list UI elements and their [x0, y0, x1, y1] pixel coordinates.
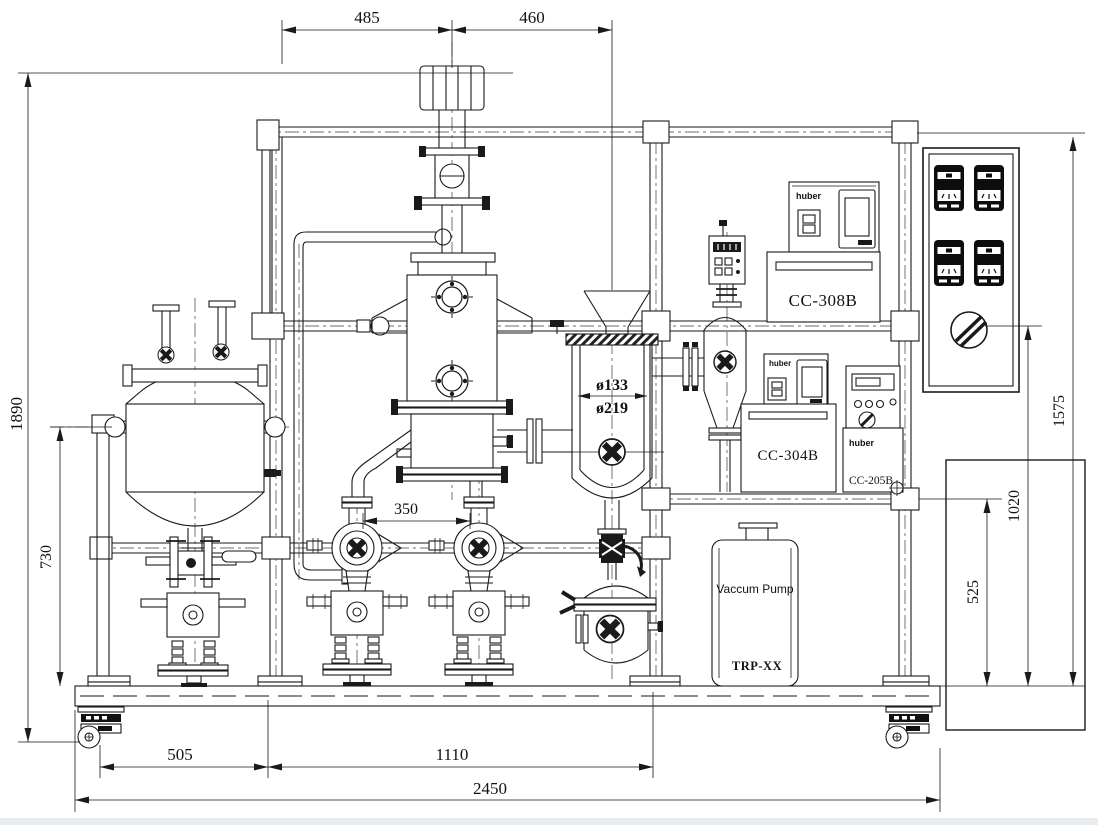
cold-trap	[559, 585, 663, 664]
chiller-cc308b: huber CC-308B	[766, 181, 881, 323]
panel-meter	[973, 164, 1005, 212]
cyclone-port	[714, 351, 736, 373]
huber-logo: huber	[769, 359, 791, 368]
pipe-coupler	[89, 536, 113, 560]
clamp-wings	[559, 590, 577, 615]
rail-valve	[356, 316, 390, 336]
dim-505: 505	[167, 745, 193, 764]
chiller-cc304b: huber CC-304B	[740, 353, 837, 493]
dim-1575: 1575	[1051, 395, 1068, 427]
dim-525: 525	[965, 580, 982, 604]
baseplate	[74, 685, 941, 707]
pipe-cross-fitting	[641, 536, 671, 560]
dome-port	[213, 344, 229, 360]
receiver-vessel: ø133 ø219	[550, 290, 664, 664]
vacuum-gauge-trap	[652, 220, 747, 492]
vacuum-pump-model: TRP-XX	[732, 659, 782, 673]
reactor-body	[125, 403, 265, 493]
side-cabinet-outline	[945, 459, 1086, 731]
side-nozzle	[264, 469, 276, 477]
flange-band	[131, 368, 259, 383]
dome-port	[158, 347, 174, 363]
chiller-model-label: CC-308B	[789, 291, 858, 310]
caster-wheel-left	[77, 706, 125, 749]
feed-funnel	[583, 290, 651, 334]
dim-1110: 1110	[436, 745, 469, 764]
bottom-discharge-valve	[145, 536, 257, 588]
dim-460: 460	[519, 8, 545, 27]
pipe-tee-fitting	[641, 487, 671, 511]
vacuum-pump: Vaccum Pump TRP-XX	[711, 522, 799, 687]
huber-logo: huber	[849, 438, 874, 448]
feed-piping	[251, 119, 452, 585]
dim-730: 730	[38, 545, 55, 569]
pipe-cross-fitting	[890, 310, 920, 342]
dim-2450: 2450	[473, 779, 507, 798]
pipe-tee-fitting	[261, 536, 291, 560]
panel-meter	[973, 239, 1005, 287]
skid-frame	[74, 120, 941, 749]
dim-1890: 1890	[7, 397, 26, 431]
dimension-annotations: 485 460 1890 730 350 1575 1020 525	[7, 8, 1085, 812]
evaporator-column	[351, 65, 573, 497]
rail-coupler	[891, 120, 919, 144]
rail-coupler	[642, 120, 670, 144]
trap-port	[597, 616, 624, 643]
dim-350: 350	[394, 501, 418, 518]
controller-model-label: CC-205B	[849, 475, 893, 487]
panel-meter	[933, 239, 965, 287]
controller-cc205b: huber CC-205B	[842, 365, 905, 496]
chiller-model-label: CC-304B	[757, 448, 818, 464]
panel-meter	[933, 164, 965, 212]
outer-diameter-label: ø219	[596, 400, 628, 417]
dim-485: 485	[354, 8, 380, 27]
receiver-ball-valve	[599, 534, 646, 577]
control-panel	[922, 147, 1020, 393]
chiller-display	[838, 189, 876, 249]
inner-diameter-label: ø133	[596, 377, 628, 394]
reactor-pedestal	[140, 592, 246, 687]
receiver-port	[599, 439, 625, 465]
huber-logo: huber	[796, 191, 821, 201]
caster-wheel-right	[885, 706, 933, 749]
page-edge	[0, 818, 1098, 825]
valve-handle	[221, 550, 257, 563]
glass-reactor	[104, 300, 286, 687]
dim-1020: 1020	[1006, 490, 1023, 522]
valve-lever	[624, 544, 643, 571]
foot-plates	[87, 675, 930, 687]
vacuum-pump-label: Vaccum Pump	[716, 582, 793, 596]
top-plate	[565, 333, 659, 346]
